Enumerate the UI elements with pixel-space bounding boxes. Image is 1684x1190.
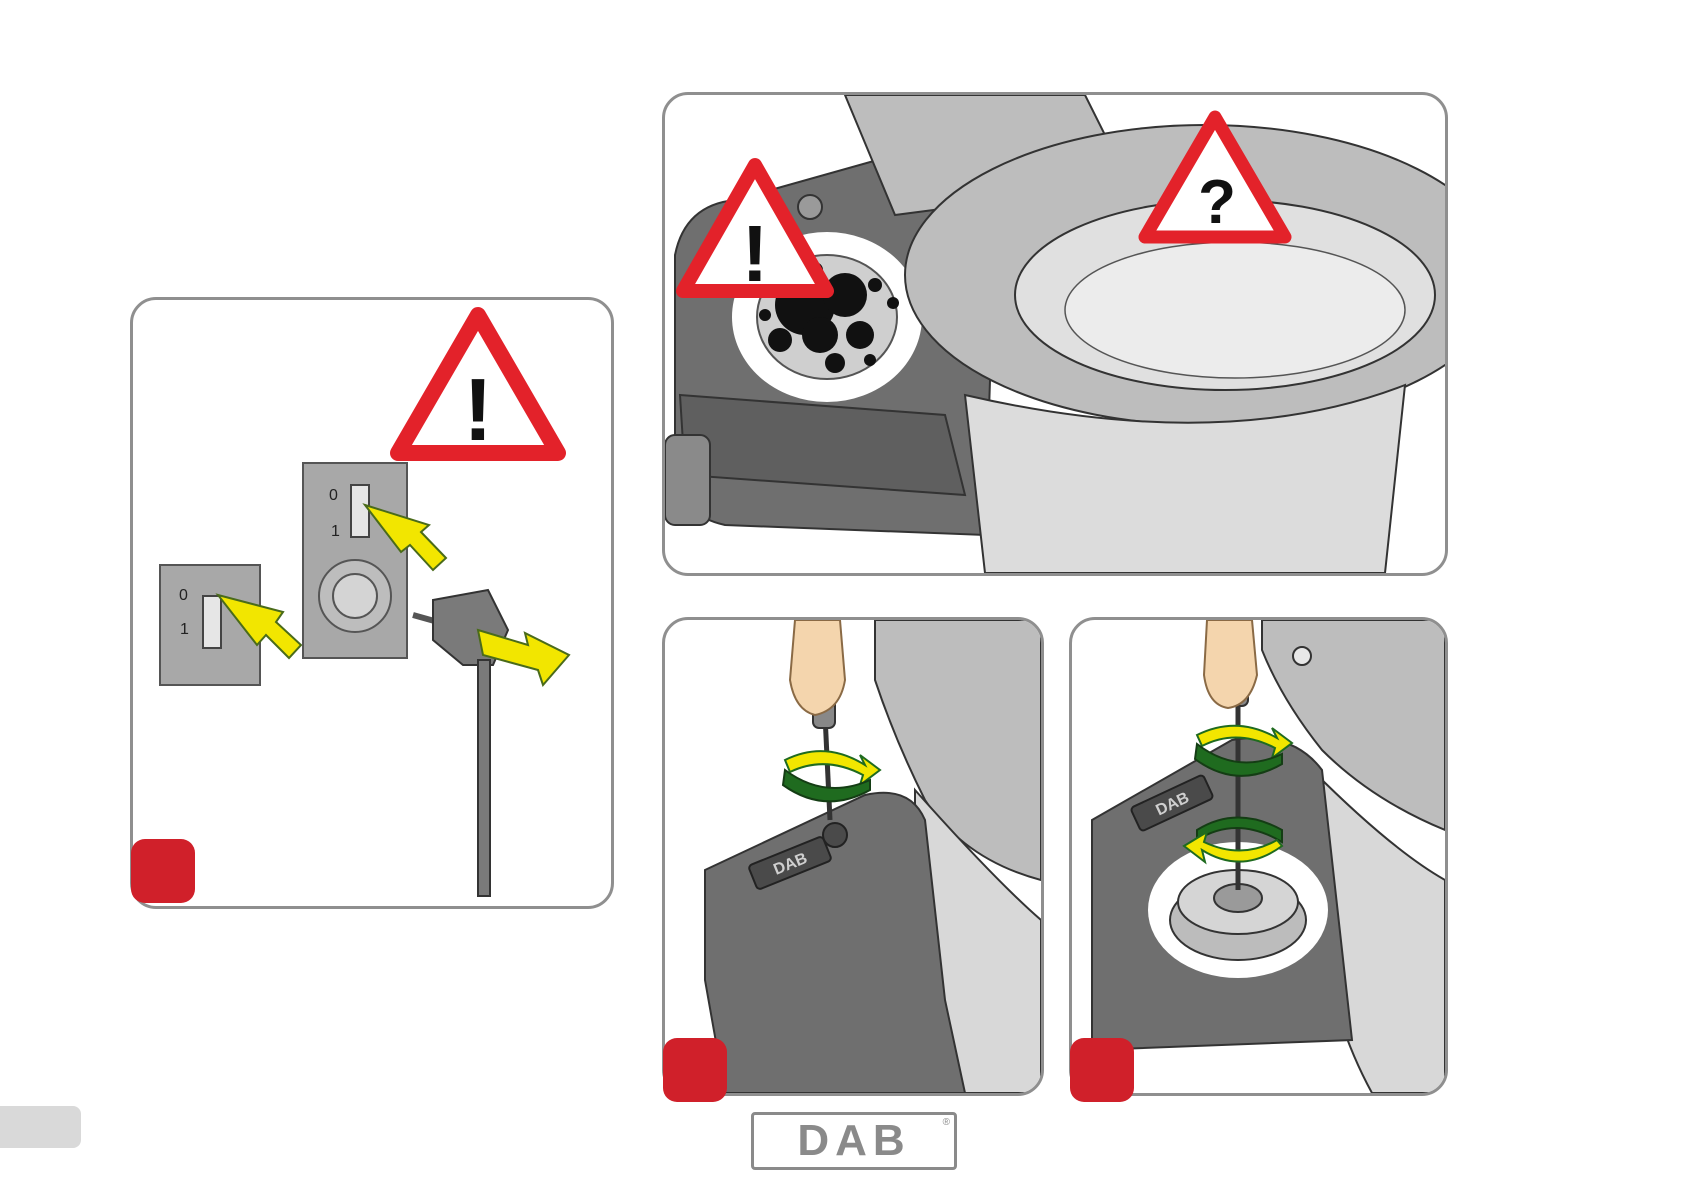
socket-switch-rocker [351,485,369,537]
power-cord [478,660,490,896]
step-badge-power [131,839,195,903]
power-disconnect-illustration: 0 1 0 1 ! [133,300,611,906]
step-badge-remove [1070,1038,1134,1102]
discharge-pipe [665,435,710,525]
warning-exclamation: ! [742,209,769,298]
hazard-inspection-illustration: ! ? [665,95,1445,573]
registered-mark: ® [943,1117,950,1128]
hand [1204,620,1257,708]
question-mark: ? [1198,168,1236,237]
panel-hazard-inspection: ! ? [662,92,1448,576]
warning-exclamation: ! [463,360,492,459]
logo-text: DAB [797,1119,910,1163]
hand [790,620,845,715]
panel-remove-lid: DAB [1069,617,1448,1096]
panel-power-disconnect: 0 1 0 1 ! [130,297,614,909]
lid-screw [823,823,847,847]
step-badge-unscrew [663,1038,727,1102]
switch-on-label: 1 [180,621,189,638]
panel-unscrew-lid: DAB [662,617,1044,1096]
page-number-tab [0,1106,81,1148]
socket-switch-on-label: 1 [331,523,340,540]
switch-off-label: 0 [179,587,188,604]
arrow-icon [478,630,569,685]
lid-screw [798,195,822,219]
screwdriver-shaft [825,715,830,820]
unscrew-lid-illustration: DAB [665,620,1041,1093]
remove-lid-illustration: DAB [1072,620,1445,1093]
brand-logo: DAB ® [751,1112,957,1170]
wall-switch-rocker [203,596,221,648]
socket-switch-off-label: 0 [329,487,338,504]
